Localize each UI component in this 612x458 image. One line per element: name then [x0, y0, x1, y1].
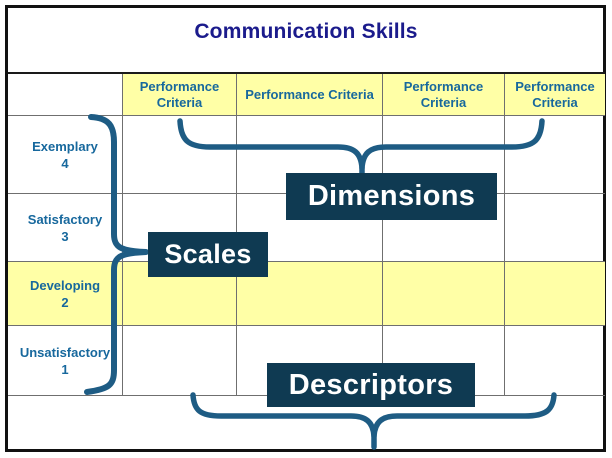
page-title: Communication Skills — [194, 20, 418, 43]
row-label-satisfactory: Satisfactory 3 — [8, 194, 123, 262]
scale-level: 3 — [61, 228, 69, 244]
header-cell-performance-criteria: Performance Criteria — [505, 74, 605, 116]
row-label-exemplary: Exemplary 4 — [8, 116, 123, 194]
scale-name: Unsatisfactory — [19, 344, 111, 360]
scale-level: 2 — [61, 294, 69, 310]
table-cell-highlighted — [383, 262, 505, 326]
table-cell — [237, 194, 383, 262]
scale-level: 4 — [61, 155, 69, 171]
table-cell — [383, 194, 505, 262]
dimensions-callout: Dimensions — [286, 173, 497, 220]
rubric-table: Performance Criteria Performance Criteri… — [8, 72, 605, 396]
table-cell — [505, 116, 605, 194]
scale-name: Developing — [29, 277, 101, 293]
table-cell — [505, 326, 605, 396]
scale-level: 1 — [61, 361, 69, 377]
table-cell — [505, 194, 605, 262]
table-cell — [123, 326, 237, 396]
row-label-unsatisfactory: Unsatisfactory 1 — [8, 326, 123, 396]
table-cell — [123, 116, 237, 194]
descriptors-callout: Descriptors — [267, 363, 475, 407]
outer-border — [5, 5, 606, 452]
row-label-developing: Developing 2 — [8, 262, 123, 326]
header-cell-performance-criteria: Performance Criteria — [237, 74, 383, 116]
scale-name: Exemplary — [32, 138, 98, 154]
header-cell-performance-criteria: Performance Criteria — [123, 74, 237, 116]
header-corner-cell — [8, 74, 123, 116]
scales-callout: Scales — [148, 232, 268, 277]
scale-name: Satisfactory — [27, 211, 103, 227]
header-cell-performance-criteria: Performance Criteria — [383, 74, 505, 116]
table-cell-highlighted — [505, 262, 605, 326]
